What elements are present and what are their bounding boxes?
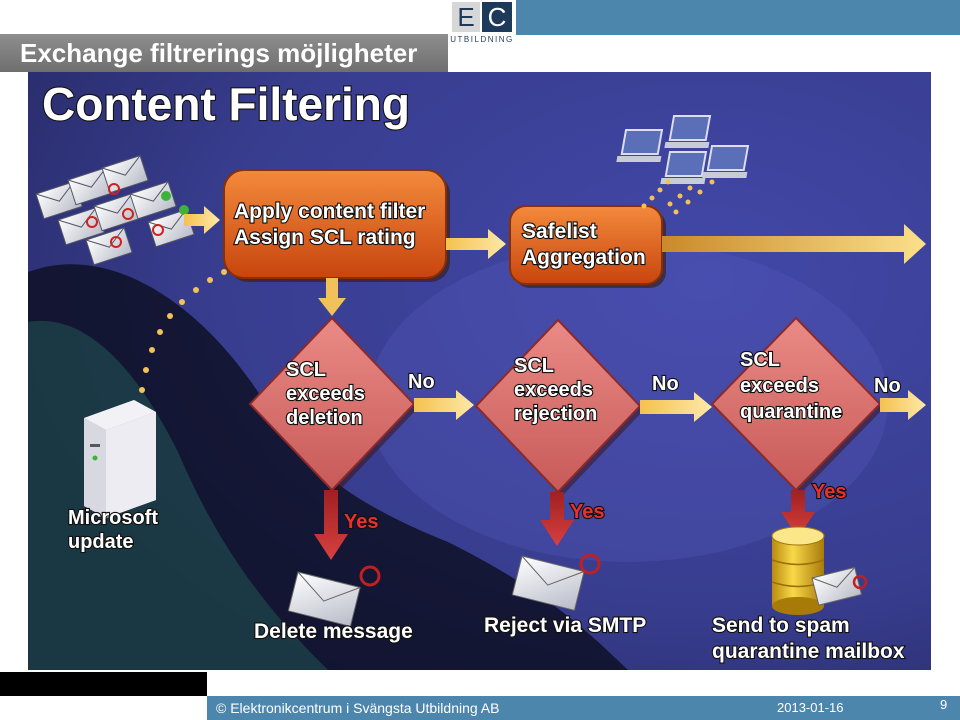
arrow-yes-quarantine (781, 490, 815, 538)
envelope-icon (129, 181, 177, 220)
approved-icon (179, 205, 189, 215)
process-content-filter: Apply content filter Assign SCL rating (223, 169, 450, 282)
arrow-no-quarantine-to-inbox (880, 390, 926, 420)
logo-letter-e: E (457, 2, 475, 32)
content-filtering-diagram: Content Filtering (28, 72, 931, 670)
quarantine-line-1: SCL (740, 349, 780, 371)
arrow-safelist-to-inbox (662, 224, 926, 264)
blocked-icon (579, 553, 601, 575)
deletion-line-2: exceeds (286, 383, 365, 405)
filter-line-2: Assign SCL rating (234, 226, 416, 249)
blocked-icon (86, 216, 98, 228)
filter-line-1: Apply content filter (234, 200, 425, 223)
approved-icon (161, 191, 171, 201)
database-icon (771, 526, 825, 615)
update-to-filter-dots (139, 269, 227, 393)
server-icon (84, 400, 156, 518)
blocked-icon (108, 183, 120, 195)
safelist-line-2: Aggregation (522, 246, 646, 269)
label-yes-2: Yes (570, 501, 604, 523)
background-dark-region (28, 264, 628, 670)
logo-subtitle: UTBILDNING (450, 35, 514, 44)
logo-c-box (482, 2, 512, 32)
envelope-icon (85, 227, 133, 266)
envelope-icon (147, 209, 195, 248)
deletion-line-3: deletion (286, 407, 363, 429)
rejection-line-1: SCL (514, 355, 554, 377)
arrow-yes-deletion (314, 490, 348, 560)
arrow-yes-rejection (540, 492, 574, 546)
incoming-messages (35, 155, 195, 266)
blocked-icon (852, 574, 868, 590)
label-no-2: No (652, 373, 679, 395)
footer-copyright: © Elektronikcentrum i Svängsta Utbildnin… (216, 700, 500, 716)
laptops-to-safelist-dots (641, 179, 715, 215)
page-title: Exchange filtrerings möjligheter (20, 38, 418, 68)
laptop-icon (702, 145, 750, 178)
page-number: 9 (940, 697, 948, 712)
source-update-line-2: update (68, 531, 134, 553)
arrow-no-deletion-to-rejection (414, 390, 474, 420)
deletion-line-1: SCL (286, 359, 326, 381)
laptop-icon (660, 151, 708, 184)
blocked-icon (359, 565, 381, 587)
source-update-line-1: Microsoft (68, 507, 158, 529)
laptop-icon (616, 129, 664, 162)
arrow-no-rejection-to-quarantine (640, 392, 712, 422)
quarantine-line-3: quarantine (740, 401, 842, 423)
background-teal-region (28, 320, 328, 670)
outcome-spam-line-1: Send to spam (712, 614, 850, 637)
client-laptops (616, 115, 750, 184)
outcome-spam-line-2: quarantine mailbox (712, 640, 905, 663)
safelist-line-1: Safelist (522, 220, 597, 243)
rejection-line-3: rejection (514, 403, 597, 425)
decision-scl-rejection: SCL exceeds rejection (474, 318, 644, 496)
blocked-icon (122, 208, 134, 220)
footer-date: 2013-01-16 (777, 700, 844, 715)
label-yes-1: Yes (344, 511, 378, 533)
diagram-heading: Content Filtering (42, 78, 410, 130)
ec-logo: E C UTBILDNING (448, 0, 516, 48)
outcome-delete-message: Delete message (254, 620, 413, 643)
label-no-3: No (874, 375, 901, 397)
arrow-messages-to-filter (184, 206, 220, 234)
envelope-icon (35, 181, 83, 220)
arrow-filter-to-safelist (446, 229, 506, 259)
logo-e-box (452, 2, 480, 32)
blocked-icon (152, 224, 164, 236)
label-yes-3: Yes (812, 481, 846, 503)
title-bar (0, 34, 448, 72)
envelope-icon (287, 571, 361, 627)
outcome-reject-smtp: Reject via SMTP (484, 614, 646, 637)
envelope-icon (511, 555, 585, 611)
decision-scl-deletion: SCL exceeds deletion (248, 316, 418, 494)
label-no-1: No (408, 371, 435, 393)
envelope-icon (811, 566, 863, 606)
footer-black-strip (0, 672, 207, 696)
quarantine-line-2: exceeds (740, 375, 819, 397)
logo-letter-c: C (487, 2, 507, 32)
footer-bar (207, 696, 960, 720)
process-safelist-aggregation: Safelist Aggregation (509, 205, 666, 288)
blocked-icon (110, 236, 122, 248)
rejection-line-2: exceeds (514, 379, 593, 401)
decision-scl-quarantine: SCL exceeds quarantine (710, 316, 884, 494)
arrow-filter-to-deletion (318, 278, 346, 316)
laptop-icon (664, 115, 712, 148)
header-band (448, 0, 960, 35)
